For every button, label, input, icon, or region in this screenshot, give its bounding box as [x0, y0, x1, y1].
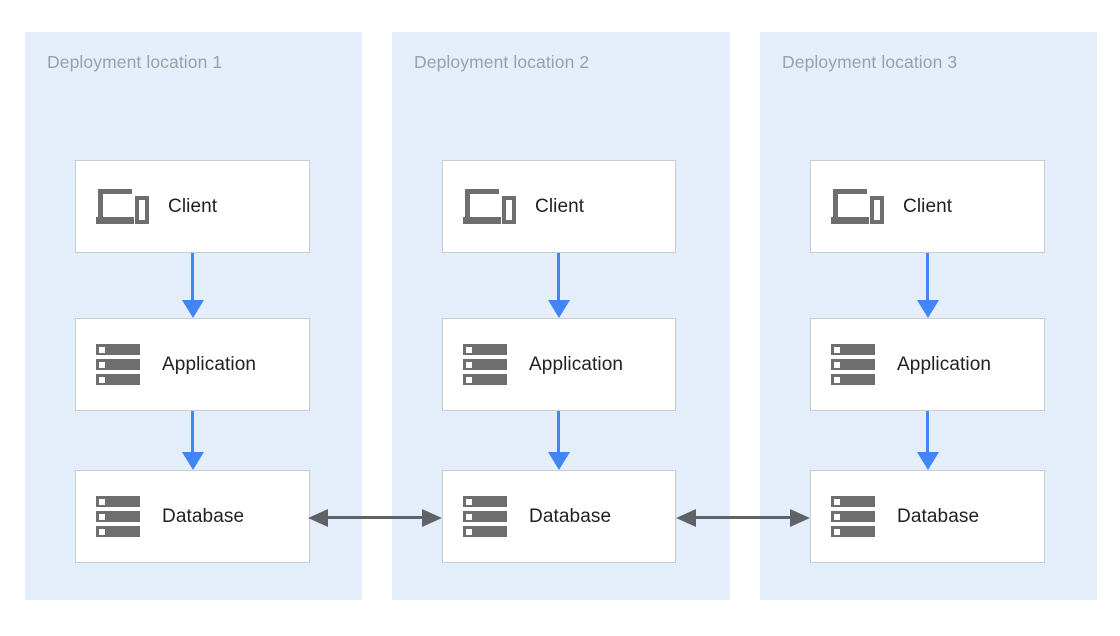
node-database[interactable]: Database: [75, 470, 310, 563]
client-devices-icon: [96, 187, 149, 227]
node-database[interactable]: Database: [810, 470, 1045, 563]
server-stack-icon: [96, 343, 140, 387]
node-application[interactable]: Application: [810, 318, 1045, 411]
node-label: Database: [529, 505, 612, 527]
arrow-application-to-database: [548, 411, 570, 470]
server-stack-icon: [831, 495, 875, 539]
node-client[interactable]: Client: [75, 160, 310, 253]
node-application[interactable]: Application: [75, 318, 310, 411]
panel-title: Deployment location 3: [782, 52, 958, 72]
node-label: Client: [535, 195, 585, 217]
server-stack-icon: [96, 495, 140, 539]
deployment-location-panel-1: Deployment location 1 Client Application: [25, 32, 362, 600]
server-stack-icon: [831, 343, 875, 387]
arrow-client-to-application: [548, 253, 570, 318]
panel-title: Deployment location 2: [414, 52, 590, 72]
node-label: Client: [168, 195, 218, 217]
client-devices-icon: [831, 187, 884, 227]
node-label: Application: [162, 353, 257, 375]
deployment-location-panel-3: Deployment location 3 Client Application: [760, 32, 1097, 600]
arrow-application-to-database: [182, 411, 204, 470]
node-database[interactable]: Database: [442, 470, 676, 563]
arrow-client-to-application: [917, 253, 939, 318]
server-stack-icon: [463, 495, 507, 539]
arrow-database-1-to-database-2: [308, 509, 442, 527]
node-client[interactable]: Client: [442, 160, 676, 253]
node-label: Database: [162, 505, 245, 527]
node-label: Client: [903, 195, 953, 217]
node-label: Application: [529, 353, 624, 375]
server-stack-icon: [463, 343, 507, 387]
arrow-database-2-to-database-3: [676, 509, 810, 527]
arrow-client-to-application: [182, 253, 204, 318]
node-client[interactable]: Client: [810, 160, 1045, 253]
node-label: Application: [897, 353, 992, 375]
deployment-location-panel-2: Deployment location 2 Client Application: [392, 32, 730, 600]
node-label: Database: [897, 505, 980, 527]
node-application[interactable]: Application: [442, 318, 676, 411]
client-devices-icon: [463, 187, 516, 227]
arrow-application-to-database: [917, 411, 939, 470]
panel-title: Deployment location 1: [47, 52, 223, 72]
